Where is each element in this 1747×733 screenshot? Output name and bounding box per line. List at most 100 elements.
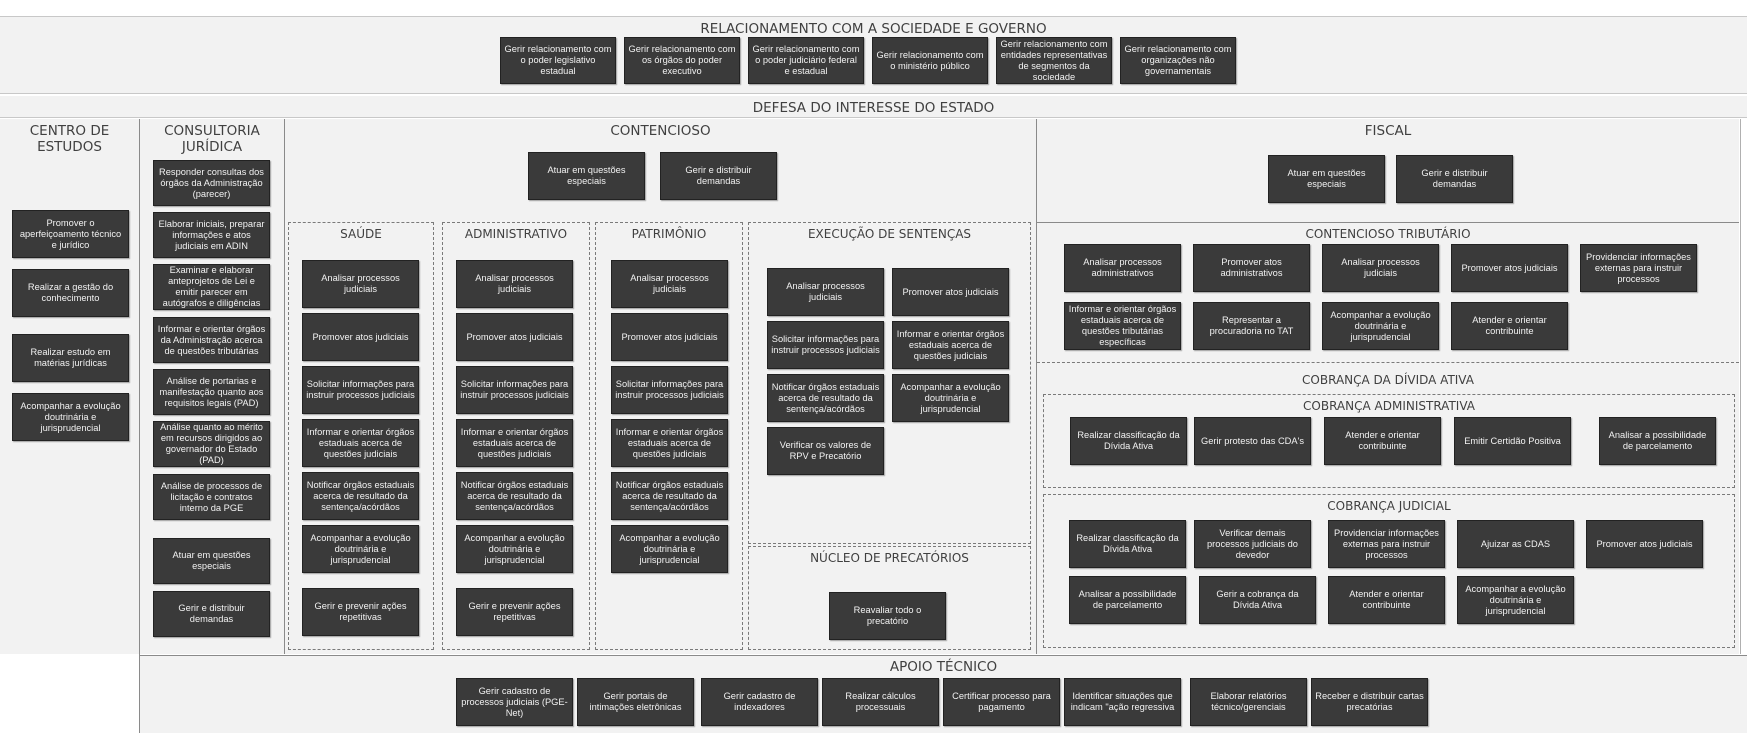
box-centro-4[interactable]: Acompanhar a evolução doutrinária e juri… <box>12 393 129 441</box>
precatorios-title: NÚCLEO DE PRECATÓRIOS <box>810 551 969 565</box>
box-pat-1[interactable]: Analisar processos judiciais <box>611 260 728 308</box>
box-cjud-3[interactable]: Providenciar informações externas para i… <box>1328 520 1445 568</box>
divider-centro <box>139 119 140 733</box>
box-apoio-8[interactable]: Receber e distribuir cartas precatórias <box>1311 678 1428 726</box>
box-consultoria-4[interactable]: Informar e orientar órgãos da Administra… <box>153 317 270 363</box>
box-saude-2[interactable]: Promover atos judiciais <box>302 313 419 361</box>
box-cadm-1[interactable]: Realizar classificação da Dívida Ativa <box>1070 417 1187 465</box>
contencioso-title: CONTENCIOSO <box>610 123 711 139</box>
box-trib-7[interactable]: Representar a procuradoria no TAT <box>1193 302 1310 350</box>
box-centro-1[interactable]: Promover o aperfeiçoamento técnico e jur… <box>12 210 129 258</box>
box-pat-4[interactable]: Informar e orientar órgãos estaduais ace… <box>611 419 728 467</box>
box-apoio-3[interactable]: Gerir cadastro de indexadores <box>701 678 818 726</box>
box-trib-5[interactable]: Providenciar informações externas para i… <box>1580 244 1697 292</box>
box-pat-2[interactable]: Promover atos judiciais <box>611 313 728 361</box>
box-exec-1[interactable]: Analisar processos judiciais <box>767 268 884 316</box>
box-adm-3[interactable]: Solicitar informações para instruir proc… <box>456 366 573 414</box>
box-adm-5[interactable]: Notificar órgãos estaduais acerca de res… <box>456 472 573 520</box>
divider-right-edge <box>1740 119 1741 654</box>
box-trib-2[interactable]: Promover atos administrativos <box>1193 244 1310 292</box>
section-apoio: APOIO TÉCNICO Gerir cadastro de processo… <box>140 655 1747 733</box>
box-exec-7[interactable]: Verificar os valores de RPV e Precatório <box>767 427 884 475</box>
defesa-title: DEFESA DO INTERESSE DO ESTADO <box>752 100 995 116</box>
box-cadm-4[interactable]: Emitir Certidão Positiva <box>1454 417 1571 465</box>
box-exec-4[interactable]: Informar e orientar órgãos estaduais ace… <box>892 321 1009 369</box>
box-trib-9[interactable]: Atender e orientar contribuinte <box>1451 302 1568 350</box>
box-cjud-1[interactable]: Realizar classificação da Dívida Ativa <box>1069 520 1186 568</box>
box-trib-6[interactable]: Informar e orientar órgãos estaduais ace… <box>1064 302 1181 350</box>
box-centro-3[interactable]: Realizar estudo em matérias jurídicas <box>12 334 129 382</box>
divider-contencioso <box>1036 119 1037 654</box>
box-cjud-7[interactable]: Gerir a cobrança da Dívida Ativa <box>1199 576 1316 624</box>
box-adm-4[interactable]: Informar e orientar órgãos estaduais ace… <box>456 419 573 467</box>
box-rel-1[interactable]: Gerir relacionamento com o poder legisla… <box>500 37 616 84</box>
box-pat-5[interactable]: Notificar órgãos estaduais acerca de res… <box>611 472 728 520</box>
box-saude-4[interactable]: Informar e orientar órgãos estaduais ace… <box>302 419 419 467</box>
box-consultoria-2[interactable]: Elaborar iniciais, preparar informações … <box>153 212 270 258</box>
group-cobranca-judicial: COBRANÇA JUDICIAL Realizar classificação… <box>1043 494 1735 648</box>
box-consultoria-1[interactable]: Responder consultas dos órgãos da Admini… <box>153 160 270 206</box>
box-cjud-8[interactable]: Atender e orientar contribuinte <box>1328 576 1445 624</box>
box-pat-6[interactable]: Acompanhar a evolução doutrinária e juri… <box>611 525 728 573</box>
box-apoio-5[interactable]: Certificar processo para pagamento <box>943 678 1060 726</box>
box-saude-1[interactable]: Analisar processos judiciais <box>302 260 419 308</box>
box-cjud-2[interactable]: Verificar demais processos judiciais do … <box>1194 520 1311 568</box>
box-exec-5[interactable]: Notificar órgãos estaduais acerca de res… <box>767 374 884 422</box>
box-apoio-6[interactable]: Identificar situações que indicam "ação … <box>1064 678 1181 726</box>
box-cjud-4[interactable]: Ajuizar as CDAS <box>1457 520 1574 568</box>
box-consultoria-7[interactable]: Análise de processos de licitação e cont… <box>153 474 270 520</box>
box-exec-6[interactable]: Acompanhar a evolução doutrinária e juri… <box>892 374 1009 422</box>
box-apoio-4[interactable]: Realizar cálculos processuais <box>822 678 939 726</box>
box-consultoria-3[interactable]: Examinar e elaborar anteprojetos de Lei … <box>153 264 270 310</box>
box-cjud-9[interactable]: Acompanhar a evolução doutrinária e juri… <box>1457 576 1574 624</box>
box-cadm-5[interactable]: Analisar a possibilidade de parcelamento <box>1599 417 1716 465</box>
box-consultoria-5[interactable]: Análise de portarias e manifestação quan… <box>153 369 270 415</box>
box-adm-6[interactable]: Acompanhar a evolução doutrinária e juri… <box>456 525 573 573</box>
group-patrimonio: PATRIMÔNIO Analisar processos judiciais … <box>595 222 743 650</box>
group-precatorios: NÚCLEO DE PRECATÓRIOS Reavaliar todo o p… <box>748 546 1031 650</box>
box-consultoria-8[interactable]: Atuar em questões especiais <box>153 538 270 584</box>
section-fiscal: FISCAL Atuar em questões especiais Gerir… <box>1037 119 1739 654</box>
group-cobranca-administrativa: COBRANÇA ADMINISTRATIVA Realizar classif… <box>1043 394 1735 488</box>
box-saude-6[interactable]: Acompanhar a evolução doutrinária e juri… <box>302 525 419 573</box>
box-exec-3[interactable]: Solicitar informações para instruir proc… <box>767 321 884 369</box>
box-trib-1[interactable]: Analisar processos administrativos <box>1064 244 1181 292</box>
consultoria-title: CONSULTORIA JURÍDICA <box>164 123 260 155</box>
box-rel-4[interactable]: Gerir relacionamento com o ministério pú… <box>872 37 988 84</box>
relacionamento-title: RELACIONAMENTO COM A SOCIEDADE E GOVERNO <box>700 21 1047 37</box>
box-fiscal-1[interactable]: Atuar em questões especiais <box>1268 155 1385 203</box>
box-cadm-3[interactable]: Atender e orientar contribuinte <box>1324 417 1441 465</box>
box-consultoria-6[interactable]: Análise quanto ao mérito em recursos dir… <box>153 421 270 467</box>
box-centro-2[interactable]: Realizar a gestão do conhecimento <box>12 269 129 317</box>
box-rel-5[interactable]: Gerir relacionamento com entidades repre… <box>996 37 1112 84</box>
group-tributario: CONTENCIOSO TRIBUTÁRIO Analisar processo… <box>1037 223 1739 363</box>
box-precatorios-1[interactable]: Reavaliar todo o precatório <box>829 592 946 640</box>
box-consultoria-9[interactable]: Gerir e distribuir demandas <box>153 591 270 637</box>
box-contencioso-1[interactable]: Atuar em questões especiais <box>528 152 645 200</box>
box-apoio-7[interactable]: Elaborar relatórios técnico/gerenciais <box>1190 678 1307 726</box>
box-saude-5[interactable]: Notificar órgãos estaduais acerca de res… <box>302 472 419 520</box>
box-pat-3[interactable]: Solicitar informações para instruir proc… <box>611 366 728 414</box>
box-rel-6[interactable]: Gerir relacionamento com organizações nã… <box>1120 37 1236 84</box>
box-rel-2[interactable]: Gerir relacionamento com os órgãos do po… <box>624 37 740 84</box>
divider-consultoria <box>284 119 285 654</box>
box-fiscal-2[interactable]: Gerir e distribuir demandas <box>1396 155 1513 203</box>
box-adm-7[interactable]: Gerir e prevenir ações repetitivas <box>456 588 573 636</box>
box-saude-3[interactable]: Solicitar informações para instruir proc… <box>302 366 419 414</box>
box-saude-7[interactable]: Gerir e prevenir ações repetitivas <box>302 588 419 636</box>
tributario-title: CONTENCIOSO TRIBUTÁRIO <box>1305 227 1471 241</box>
box-adm-1[interactable]: Analisar processos judiciais <box>456 260 573 308</box>
box-cadm-2[interactable]: Gerir protesto das CDA's <box>1194 417 1311 465</box>
box-cjud-6[interactable]: Analisar a possibilidade de parcelamento <box>1069 576 1186 624</box>
box-apoio-2[interactable]: Gerir portais de intimações eletrônicas <box>577 678 694 726</box>
box-apoio-1[interactable]: Gerir cadastro de processos judiciais (P… <box>456 678 573 726</box>
box-adm-2[interactable]: Promover atos judiciais <box>456 313 573 361</box>
box-exec-2[interactable]: Promover atos judiciais <box>892 268 1009 316</box>
box-trib-4[interactable]: Promover atos judiciais <box>1451 244 1568 292</box>
box-trib-3[interactable]: Analisar processos judiciais <box>1322 244 1439 292</box>
box-rel-3[interactable]: Gerir relacionamento com o poder judiciá… <box>748 37 864 84</box>
box-contencioso-2[interactable]: Gerir e distribuir demandas <box>660 152 777 200</box>
cobranca-administrativa-title: COBRANÇA ADMINISTRATIVA <box>1303 399 1475 413</box>
box-trib-8[interactable]: Acompanhar a evolução doutrinária e juri… <box>1322 302 1439 350</box>
box-cjud-5[interactable]: Promover atos judiciais <box>1586 520 1703 568</box>
